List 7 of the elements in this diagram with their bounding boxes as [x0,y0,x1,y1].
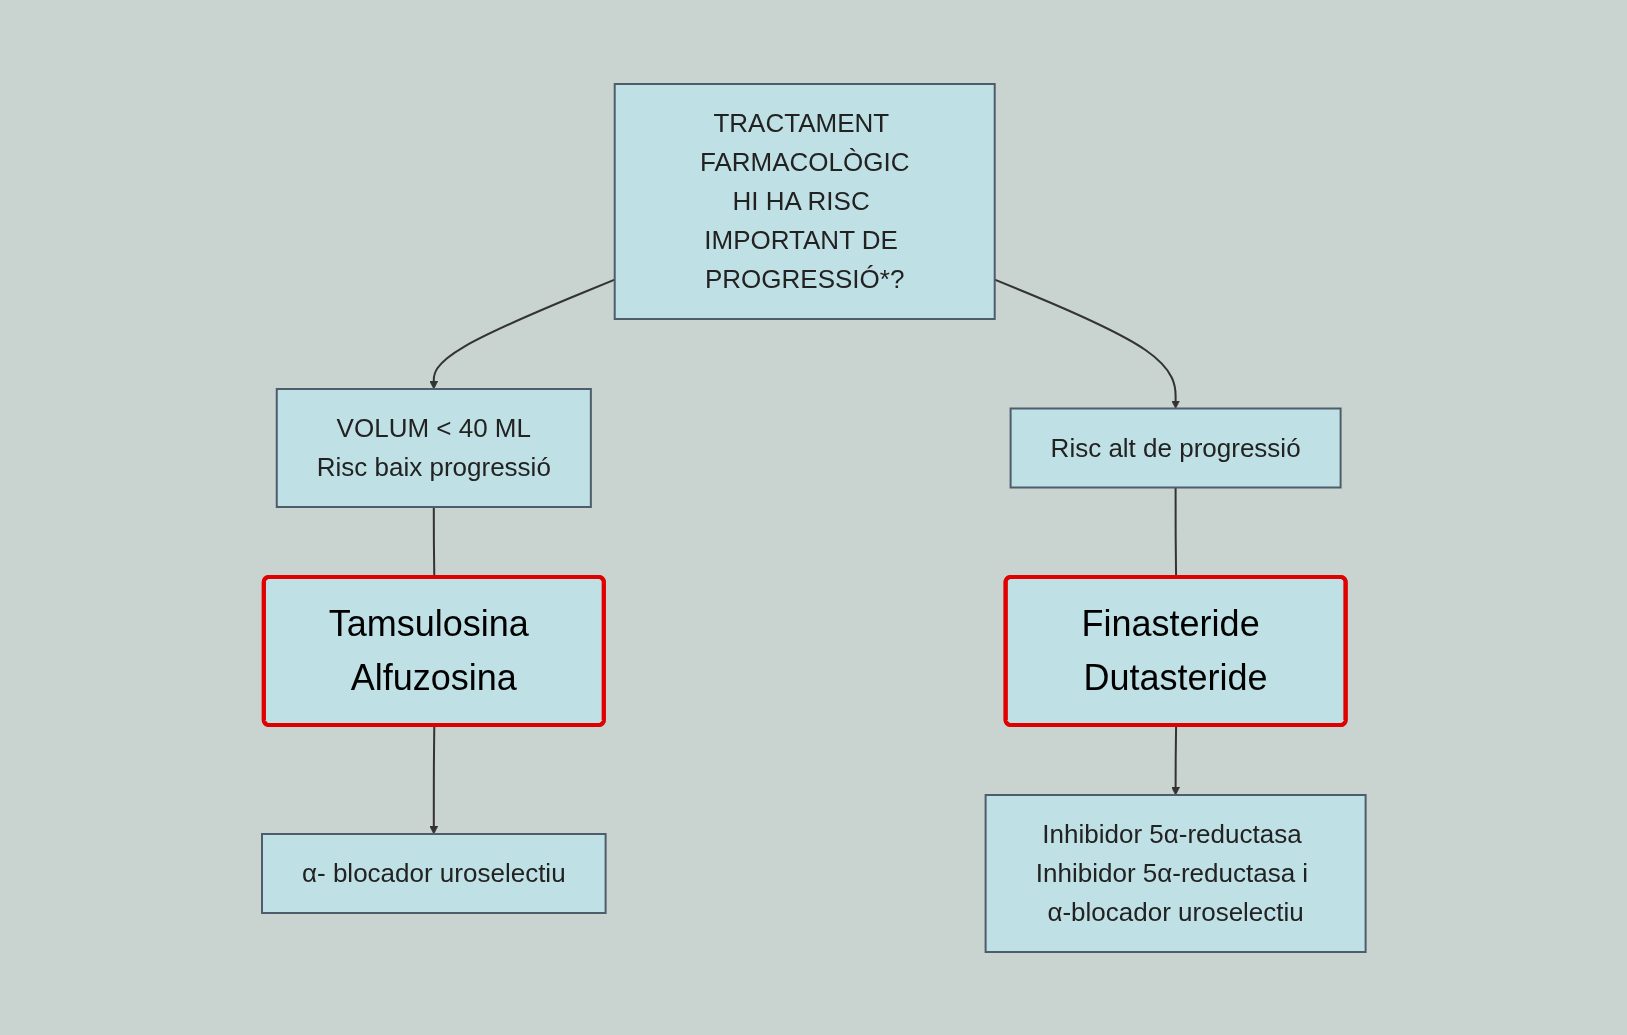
arrow [429,724,438,834]
node-box: α- blocador uroselectiu [260,832,607,914]
node-box: TRACTAMENT FARMACOLÒGIC HI HA RISC IMPORTANT DE PROGRESSIÓ*? [613,82,996,320]
arrow [1170,724,1180,795]
node-box: Risc alt de progressió [1009,407,1342,488]
node-box: VOLUM < 40 ML Risc baix progressió [275,387,592,508]
node-box: Inhibidor 5α-reductasa Inhibidor 5α-reductasa i α-blocador uroselectiu [984,793,1367,953]
